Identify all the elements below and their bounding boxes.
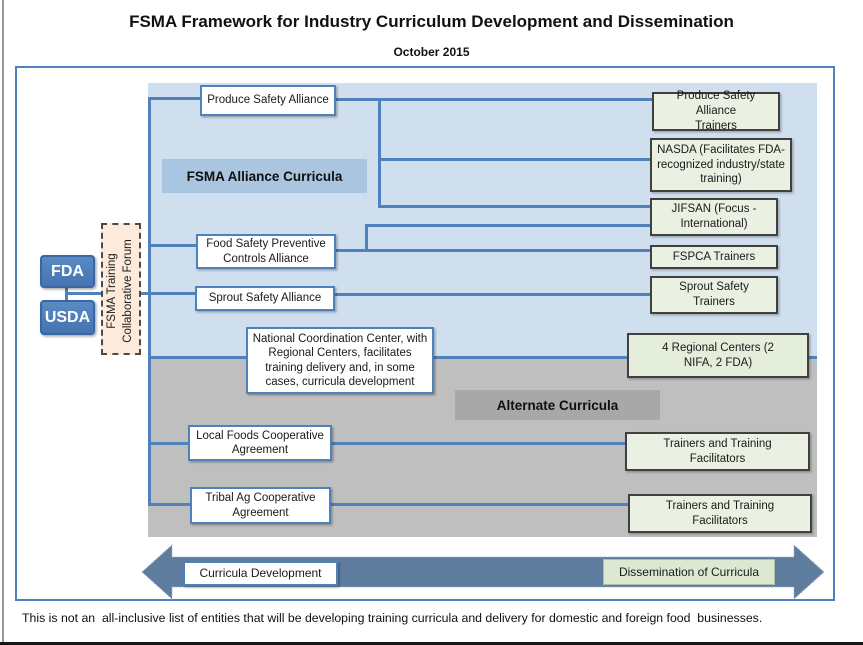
food-safety-preventive-controls-alliance-box: Food Safety Preventive Controls Alliance	[196, 234, 336, 269]
connector-fspca-to-trainers	[336, 249, 650, 252]
connector-spine-to-psa	[148, 97, 200, 100]
connector-to-jifsan-upper	[378, 205, 650, 208]
page-subtitle: October 2015	[393, 45, 470, 59]
alternate-curricula-chip: Alternate Curricula	[455, 390, 660, 420]
sprout-safety-trainers-box: Sprout Safety Trainers	[650, 276, 778, 314]
footnote: This is not an all-inclusive list of ent…	[22, 611, 763, 625]
trainers-facilitators-box-1: Trainers and Training Facilitators	[625, 432, 810, 471]
regional-centers-box: 4 Regional Centers (2 NIFA, 2 FDA)	[627, 333, 809, 378]
usda-box: USDA	[40, 300, 95, 335]
connector-to-nasda	[378, 158, 650, 161]
connector-forum-to-sprout	[139, 292, 196, 295]
fda-box: FDA	[40, 255, 95, 288]
tribal-ag-cooperative-agreement-box: Tribal Ag Cooperative Agreement	[190, 487, 331, 524]
local-foods-cooperative-agreement-box: Local Foods Cooperative Agreement	[188, 425, 332, 461]
connector-tribal-ag-line	[150, 503, 628, 506]
sprout-safety-alliance-box: Sprout Safety Alliance	[195, 286, 335, 311]
window-bottom-edge	[0, 642, 863, 645]
connector-agencies-to-forum	[65, 292, 103, 295]
fsma-training-collaborative-forum-box: FSMA Training Collaborative Forum	[101, 223, 141, 355]
window-left-edge	[2, 0, 4, 645]
alliance-curricula-chip: FSMA Alliance Curricula	[162, 159, 367, 193]
forum-label: FSMA Training Collaborative Forum	[106, 239, 134, 343]
page-title: FSMA Framework for Industry Curriculum D…	[129, 12, 734, 31]
connector-psa-branch-vertical	[378, 98, 381, 208]
fspca-trainers-box: FSPCA Trainers	[650, 245, 778, 269]
curricula-development-box: Curricula Development	[183, 561, 338, 586]
connector-local-foods-line	[150, 442, 625, 445]
jifsan-box: JIFSAN (Focus - International)	[650, 198, 778, 236]
connector-fspca-branch-vertical	[365, 224, 368, 251]
connector-psa-to-trainers	[336, 98, 652, 101]
connector-to-jifsan-lower	[365, 224, 650, 227]
connector-spine	[148, 97, 151, 506]
nasda-box: NASDA (Facilitates FDA-recognized indust…	[650, 138, 792, 192]
connector-spine-to-fspca	[148, 244, 196, 247]
produce-safety-alliance-trainers-box: Produce Safety Alliance Trainers	[652, 90, 780, 132]
connector-sprout-to-trainers	[335, 293, 650, 296]
produce-safety-alliance-box: Produce Safety Alliance	[200, 85, 336, 116]
trainers-facilitators-box-2: Trainers and Training Facilitators	[628, 494, 812, 533]
national-coordination-center-box: National Coordination Center, with Regio…	[246, 327, 434, 394]
dissemination-of-curricula-box: Dissemination of Curricula	[603, 559, 775, 585]
